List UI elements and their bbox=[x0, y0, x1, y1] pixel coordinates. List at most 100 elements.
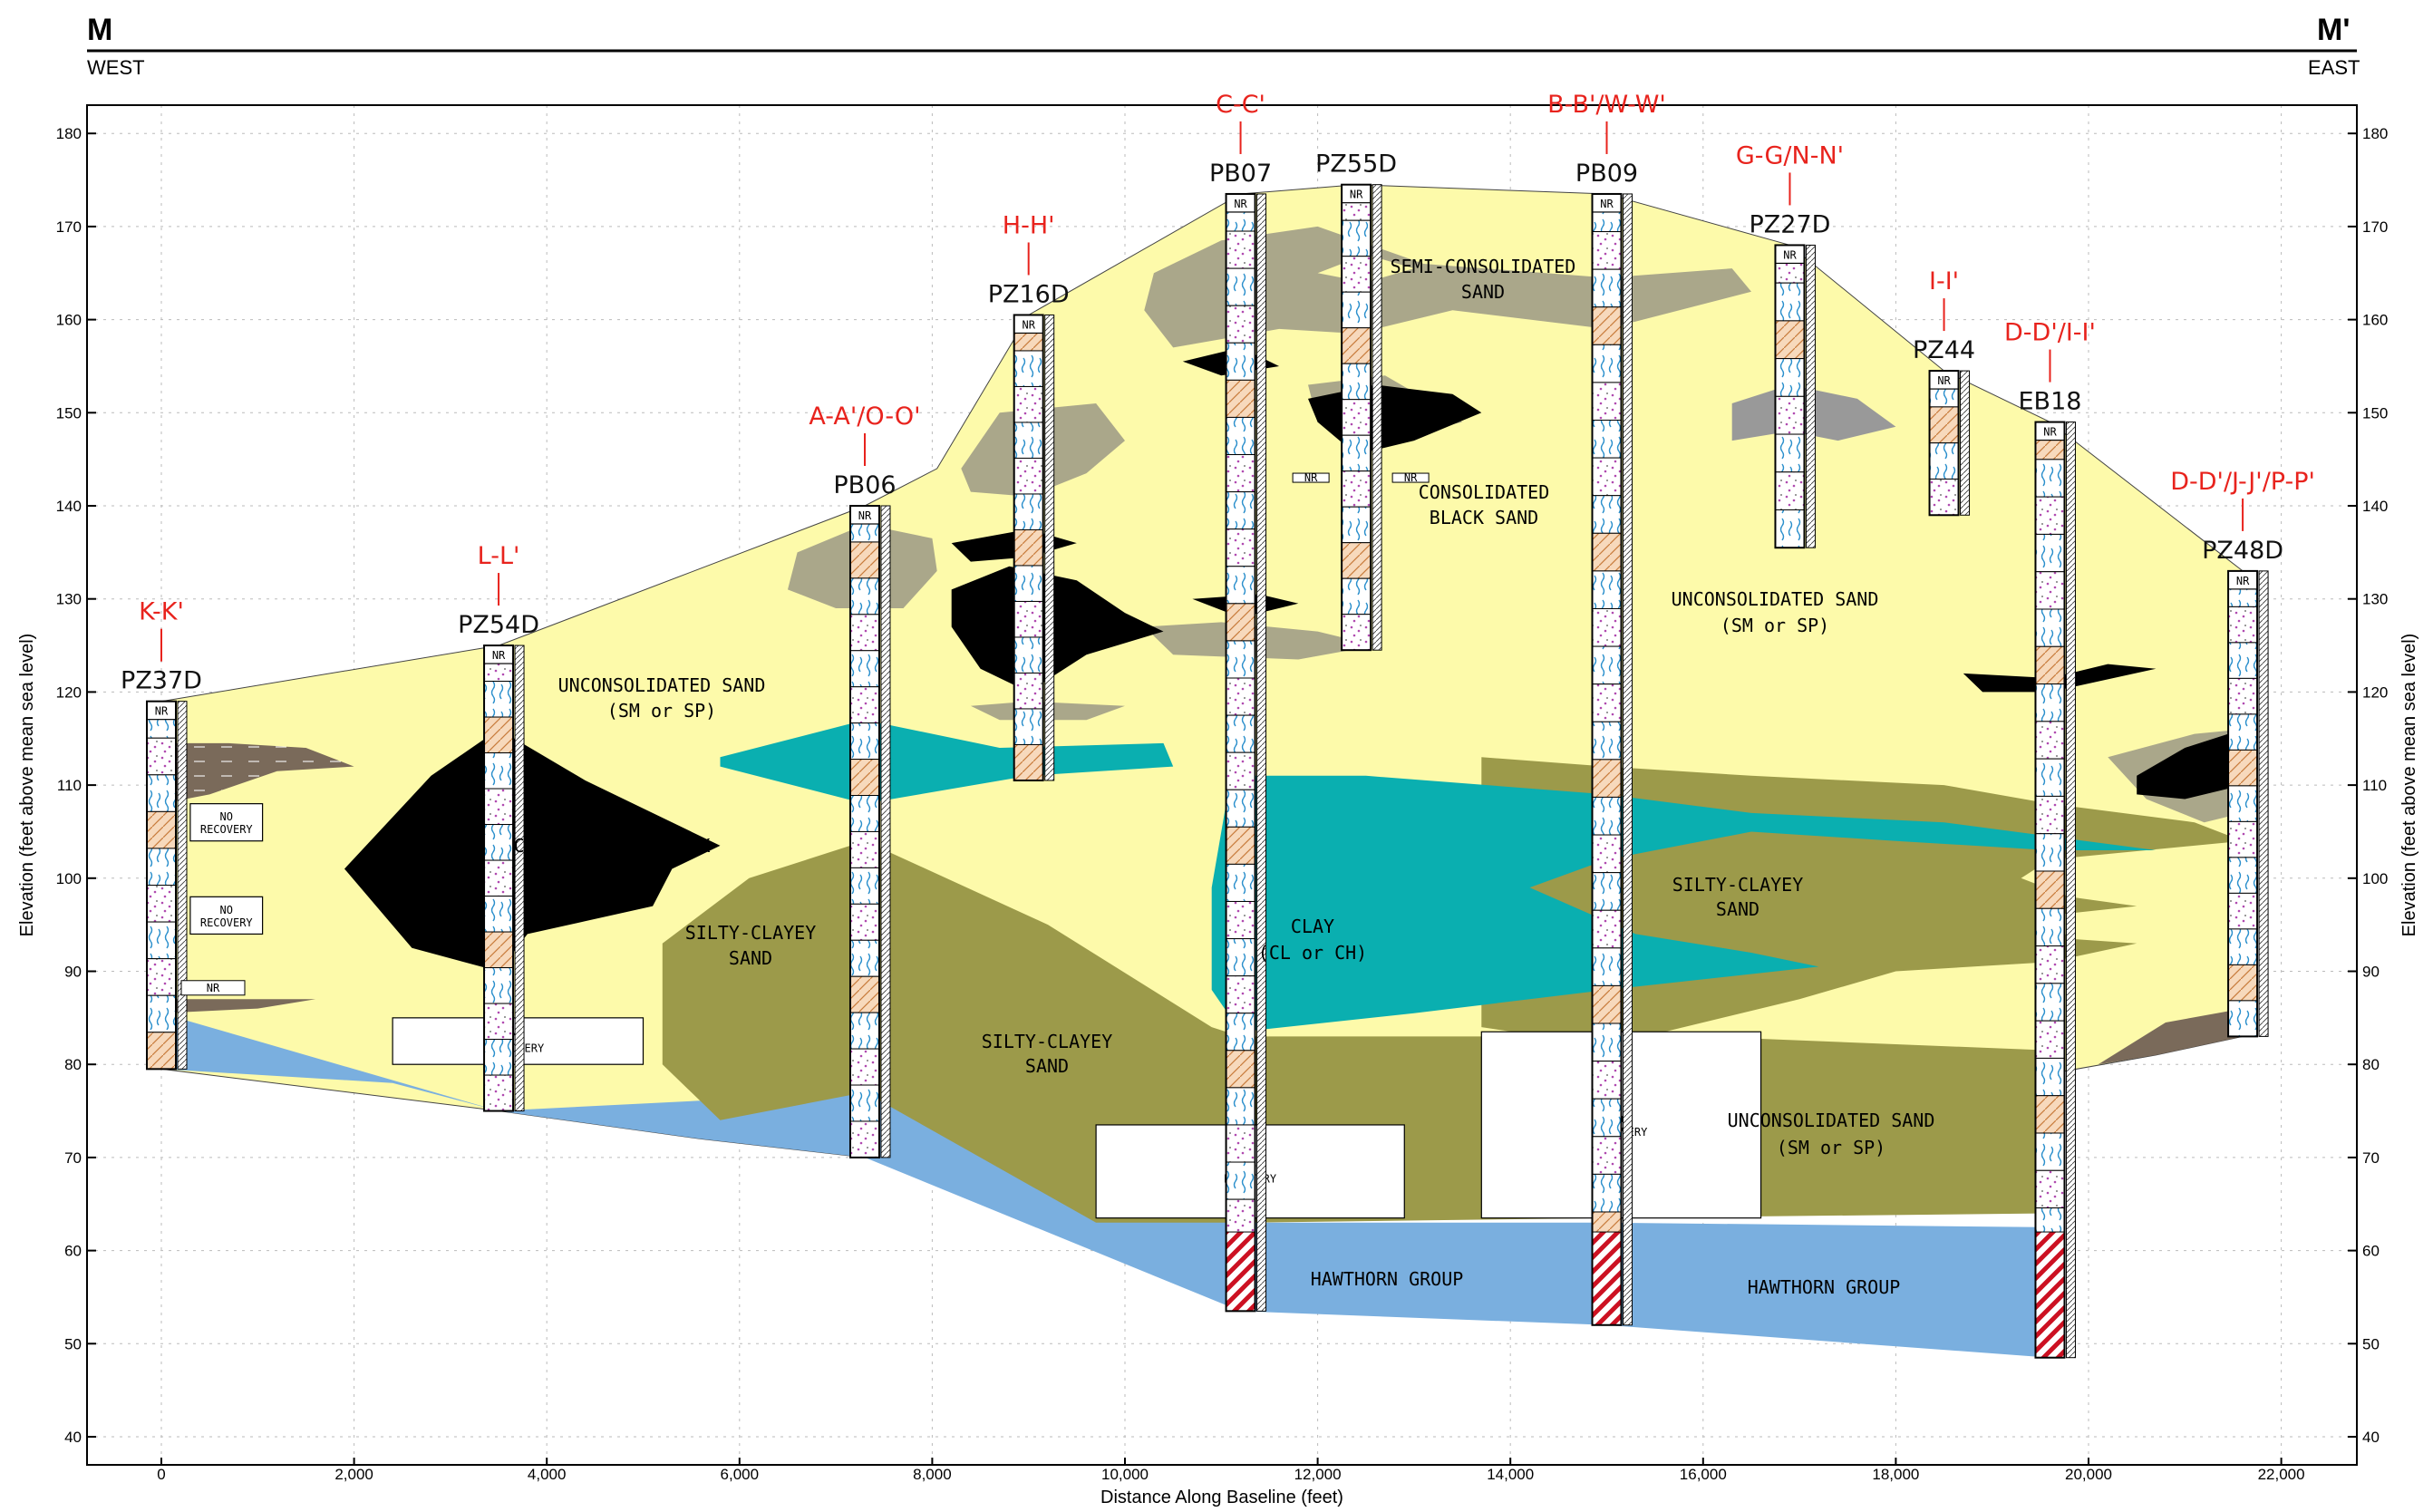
log-interval bbox=[2034, 571, 2065, 610]
well-strip bbox=[1805, 244, 1816, 548]
borehole-name: PZ55D bbox=[1315, 150, 1397, 179]
log-interval bbox=[1226, 603, 1256, 642]
log-interval bbox=[483, 681, 514, 718]
log-interval bbox=[1226, 267, 1256, 306]
no-recovery-text: RECOVERY bbox=[200, 823, 254, 836]
log-interval bbox=[1774, 433, 1805, 473]
borehole-outline bbox=[1225, 192, 1256, 1313]
log-interval bbox=[2227, 713, 2258, 751]
log-interval bbox=[146, 994, 177, 1033]
x-tick-label: 18,000 bbox=[1872, 1466, 1919, 1483]
log-interval bbox=[1592, 268, 1622, 308]
borehole-outline bbox=[146, 700, 177, 1071]
log-interval bbox=[1592, 721, 1622, 761]
log-interval bbox=[2227, 1000, 2258, 1037]
y-tick-label: 180 bbox=[56, 125, 82, 142]
unconsolidated-sand-label-3: UNCONSOLIDATED SAND bbox=[1728, 1110, 1935, 1131]
y-tick-label: 80 bbox=[64, 1056, 82, 1073]
x-tick-label: 14,000 bbox=[1487, 1466, 1534, 1483]
y-tick-label-right: 50 bbox=[2362, 1335, 2380, 1352]
borehole-outline bbox=[1928, 370, 1960, 517]
y-tick-label-right: 160 bbox=[2362, 312, 2388, 329]
sand-class-label-1: (SM or SP) bbox=[607, 700, 716, 722]
y-tick-label: 50 bbox=[64, 1335, 82, 1352]
y-tick-label-right: 170 bbox=[2362, 218, 2388, 236]
black-sand-lens-8 bbox=[2137, 729, 2244, 800]
borehole-name: PB06 bbox=[833, 471, 896, 499]
log-interval bbox=[1226, 826, 1256, 865]
log-interval bbox=[1592, 909, 1622, 949]
x-tick-label: 12,000 bbox=[1294, 1466, 1342, 1483]
log-interval bbox=[1341, 219, 1372, 257]
brown-unit-2 bbox=[161, 999, 316, 1013]
well-strip bbox=[514, 645, 525, 1112]
log-interval bbox=[1592, 420, 1622, 459]
log-interval bbox=[1226, 751, 1256, 790]
log-interval bbox=[1226, 305, 1256, 344]
log-interval bbox=[483, 859, 514, 897]
log-interval bbox=[1592, 231, 1622, 270]
x-tick-label: 6,000 bbox=[721, 1466, 760, 1483]
log-interval bbox=[1013, 672, 1044, 710]
log-interval bbox=[2034, 1132, 2065, 1171]
log-interval bbox=[2034, 645, 2065, 685]
west-label: WEST bbox=[87, 56, 145, 79]
log-interval bbox=[2034, 608, 2065, 647]
log-interval bbox=[2034, 533, 2065, 573]
log-interval bbox=[483, 716, 514, 754]
log-interval bbox=[849, 975, 880, 1013]
borehole-name: PZ44 bbox=[1913, 336, 1975, 364]
semi-consolidated-label: SEMI-CONSOLIDATED bbox=[1391, 256, 1576, 277]
log-interval bbox=[1341, 291, 1372, 329]
sand-class-label-3: (SM or SP) bbox=[1777, 1137, 1885, 1158]
well-strip bbox=[1623, 193, 1633, 1326]
log-interval bbox=[1013, 565, 1044, 602]
y-tick-label: 40 bbox=[64, 1429, 82, 1446]
log-interval bbox=[1341, 542, 1372, 579]
clay-body bbox=[1211, 775, 2157, 1032]
log-interval bbox=[1226, 640, 1256, 679]
log-interval bbox=[2034, 1169, 2065, 1209]
nr-label: NR bbox=[1022, 318, 1035, 331]
log-interval bbox=[1341, 327, 1372, 364]
log-interval bbox=[1226, 230, 1256, 269]
x-tick-label: 16,000 bbox=[1680, 1466, 1727, 1483]
semi-consolidated-sand-label: SAND bbox=[1461, 281, 1505, 303]
section-reference: D-D'/J-J'/P-P' bbox=[2170, 468, 2315, 496]
log-interval bbox=[1592, 1173, 1622, 1213]
clay-class-label: (CL or CH) bbox=[1258, 942, 1367, 964]
log-interval bbox=[1592, 872, 1622, 911]
log-interval bbox=[1226, 416, 1256, 456]
log-interval bbox=[849, 759, 880, 797]
log-interval bbox=[1341, 363, 1372, 401]
log-interval bbox=[483, 752, 514, 790]
sand-class-label-2: (SM or SP) bbox=[1721, 615, 1829, 636]
y-tick-label: 110 bbox=[57, 777, 82, 794]
y-tick-label: 170 bbox=[56, 218, 82, 236]
log-interval bbox=[1592, 532, 1622, 572]
pz37d-nr-band-label: NR bbox=[207, 982, 220, 994]
borehole-outline bbox=[1341, 183, 1372, 652]
log-interval bbox=[849, 650, 880, 688]
log-interval bbox=[483, 824, 514, 861]
section-reference: K-K' bbox=[139, 598, 184, 626]
log-interval bbox=[146, 885, 177, 923]
log-interval bbox=[2034, 833, 2065, 872]
y-tick-label-right: 100 bbox=[2362, 870, 2388, 887]
consolidated-black-sand-label-1: CONSOLIDATED BLACK bbox=[514, 835, 711, 857]
sand-label-1: SAND bbox=[729, 947, 772, 969]
log-interval bbox=[1592, 834, 1622, 874]
log-interval bbox=[1592, 645, 1622, 685]
log-interval bbox=[1774, 358, 1805, 397]
log-interval bbox=[1774, 282, 1805, 322]
east-label: EAST bbox=[2308, 56, 2360, 79]
no-recovery-box bbox=[189, 803, 264, 842]
log-interval bbox=[1592, 495, 1622, 534]
pz55d-nr-left bbox=[1292, 472, 1330, 483]
